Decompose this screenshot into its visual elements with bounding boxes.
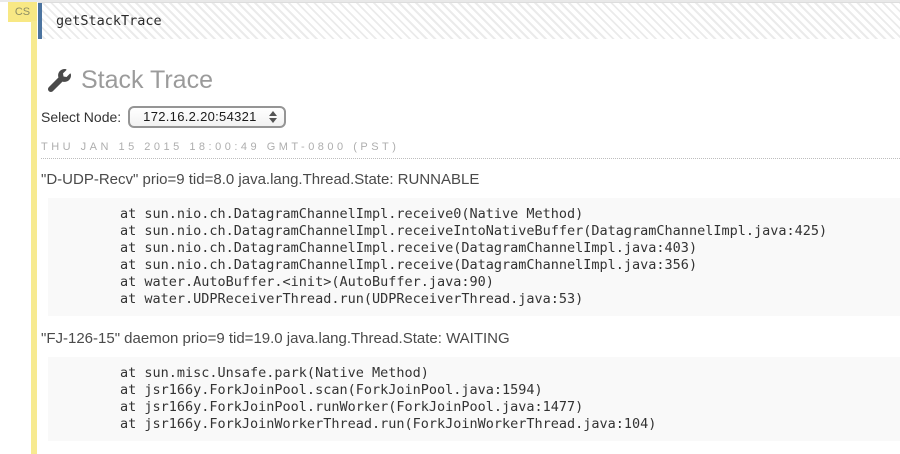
page-title: Stack Trace — [81, 66, 213, 94]
thread-section: "FJ-126-15" daemon prio=9 tid=19.0 java.… — [41, 329, 900, 441]
node-select-dropdown[interactable]: 172.16.2.20:54321 — [128, 106, 286, 128]
timestamp-heading: THU JAN 15 2015 18:00:49 GMT-0800 (PST) — [41, 141, 900, 159]
cell-output: Stack Trace Select Node: 172.16.2.20:543… — [41, 39, 900, 441]
page-heading: Stack Trace — [48, 66, 900, 95]
select-node-row: Select Node: 172.16.2.20:54321 — [41, 106, 900, 128]
cell-code-text: getStackTrace — [56, 13, 162, 29]
select-node-label: Select Node: — [41, 109, 122, 125]
thread-header: "FJ-126-15" daemon prio=9 tid=19.0 java.… — [41, 330, 510, 347]
thread-header: "D-UDP-Recv" prio=9 tid=8.0 java.lang.Th… — [41, 171, 480, 188]
cell-gutter-line — [31, 21, 37, 454]
notebook-cell-input[interactable]: getStackTrace — [38, 2, 900, 39]
node-select-value: 172.16.2.20:54321 — [143, 109, 257, 124]
select-updown-arrows-icon — [268, 110, 277, 123]
cell-type-badge[interactable]: CS — [8, 2, 37, 22]
thread-list: "D-UDP-Recv" prio=9 tid=8.0 java.lang.Th… — [41, 170, 900, 441]
wrench-icon — [48, 69, 71, 92]
page-top-border — [0, 0, 900, 2]
thread-frames: at sun.nio.ch.DatagramChannelImpl.receiv… — [48, 198, 900, 316]
cell-focus-bar — [38, 3, 42, 39]
thread-frames: at sun.misc.Unsafe.park(Native Method) a… — [48, 357, 900, 441]
thread-section: "D-UDP-Recv" prio=9 tid=8.0 java.lang.Th… — [41, 170, 900, 316]
